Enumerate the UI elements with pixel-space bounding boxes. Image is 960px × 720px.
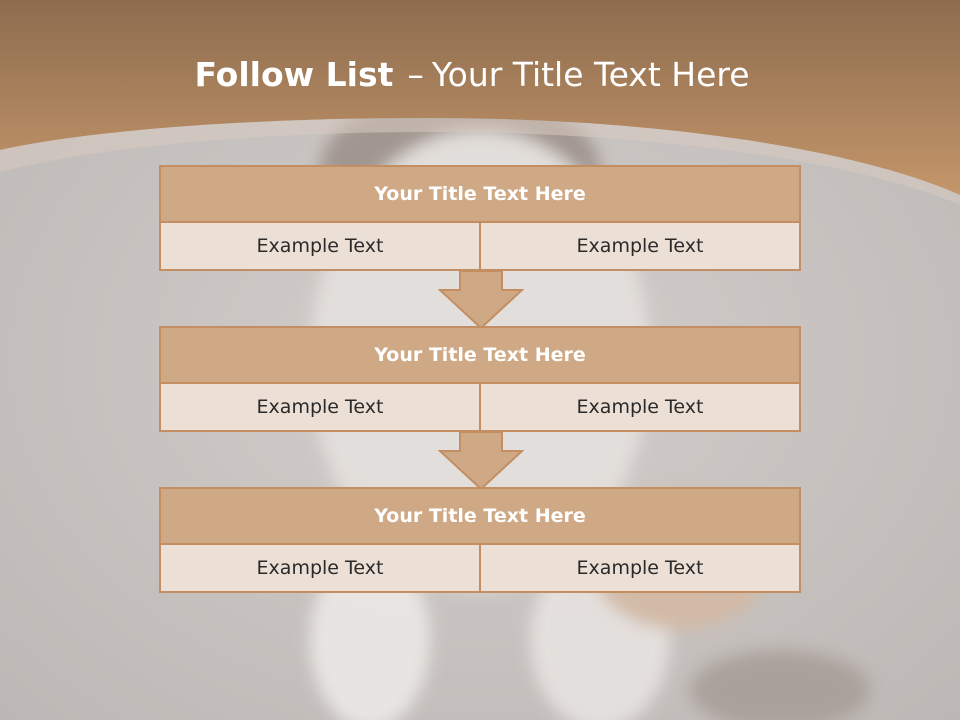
block-cell-left: Example Text — [161, 545, 479, 591]
block-title: Your Title Text Here — [161, 167, 799, 223]
down-arrow-icon — [438, 431, 524, 491]
block-row: Example Text Example Text — [161, 223, 799, 269]
title-rest: Your Title Text Here — [431, 55, 750, 94]
block-cell-right: Example Text — [479, 223, 799, 269]
block-row: Example Text Example Text — [161, 384, 799, 430]
block-cell-left: Example Text — [161, 223, 479, 269]
title-dash: – — [407, 55, 424, 94]
block-cell-right: Example Text — [479, 545, 799, 591]
title-bold: Follow List — [194, 55, 394, 94]
header-band — [0, 0, 960, 205]
flow-block-1: Your Title Text Here Example Text Exampl… — [159, 165, 801, 271]
down-arrow-icon — [438, 270, 524, 330]
block-cell-right: Example Text — [479, 384, 799, 430]
block-title: Your Title Text Here — [161, 328, 799, 384]
block-cell-left: Example Text — [161, 384, 479, 430]
block-title: Your Title Text Here — [161, 489, 799, 545]
slide-title: Follow List–Your Title Text Here — [0, 52, 944, 98]
flow-block-3: Your Title Text Here Example Text Exampl… — [159, 487, 801, 593]
block-row: Example Text Example Text — [161, 545, 799, 591]
flow-block-2: Your Title Text Here Example Text Exampl… — [159, 326, 801, 432]
